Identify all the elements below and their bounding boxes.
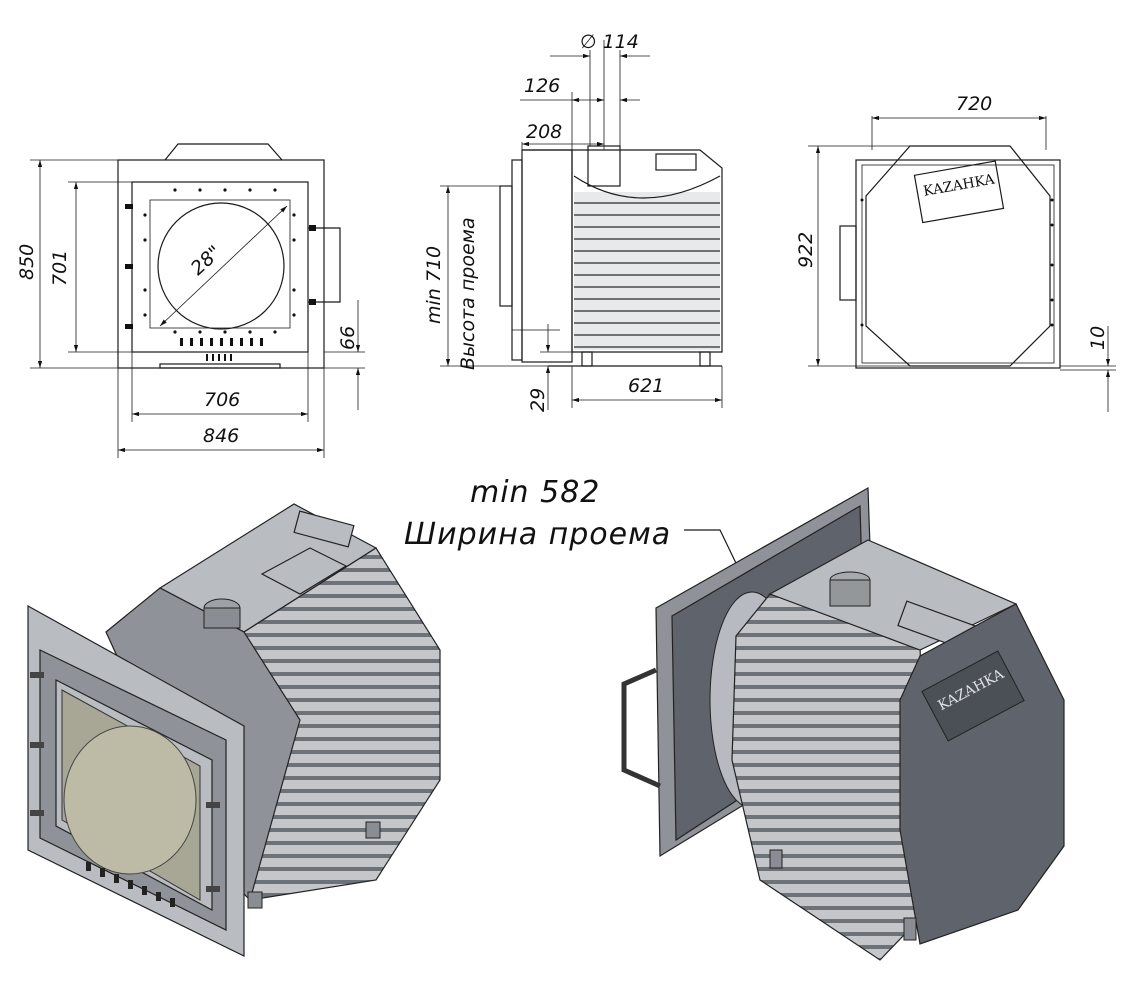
dim-flue-center: 208 [526, 121, 562, 143]
dim-glass-diagonal: 28" [187, 241, 226, 279]
dim-rear-width: 720 [956, 93, 992, 115]
dim-door-width: 706 [204, 389, 240, 411]
dim-leg: 29 [527, 388, 549, 412]
render-front-left [27, 503, 441, 957]
dim-rear-height: 922 [795, 232, 817, 268]
dim-rear-leg: 10 [1087, 326, 1109, 350]
dim-flue-offset: 126 [524, 75, 560, 97]
dim-height: 850 [16, 244, 38, 280]
rear-logo: KAZAHKA [922, 171, 997, 199]
callout-value: min 582 [470, 475, 600, 510]
rear-view: KAZAHKA 720 922 10 [795, 93, 1116, 412]
front-view: 28" 850 701 [16, 143, 365, 458]
dim-width: 846 [203, 425, 239, 447]
side-view: ∅ 114 126 208 min 710 Высота проема 29 6… [423, 31, 723, 412]
dim-min-height-label: Высота проема [457, 217, 479, 370]
dim-flue-diameter: ∅ 114 [580, 31, 639, 53]
callout-label: Ширина проема [404, 517, 671, 552]
dim-depth: 621 [628, 375, 664, 397]
opening-width-callout: min 582 Ширина проема [404, 475, 751, 589]
dim-min-height-value: min 710 [423, 246, 445, 324]
dim-bottom: 66 [337, 326, 359, 350]
dim-door-height: 701 [49, 250, 71, 286]
render-rear-right: KAZAHKA [621, 486, 1065, 961]
